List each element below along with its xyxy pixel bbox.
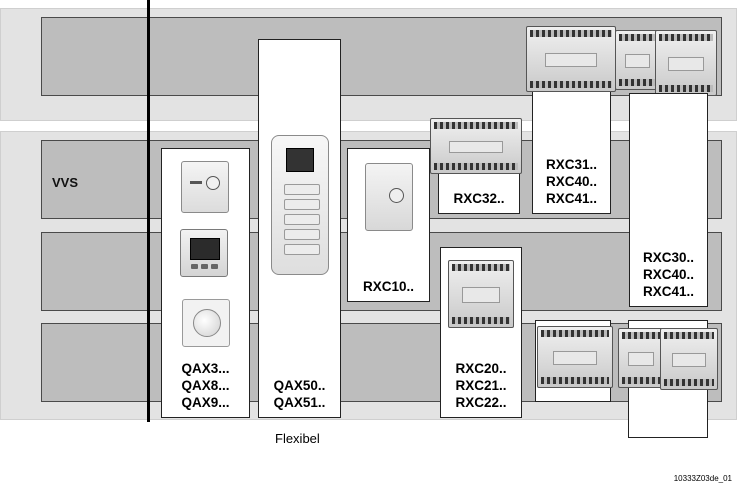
button-icon — [201, 264, 208, 269]
dome-lens-icon — [193, 309, 221, 337]
controller-label-area — [672, 353, 706, 367]
knob-icon — [389, 188, 404, 203]
controller-label-area — [544, 52, 598, 68]
model-list-rxc30: RXC30.. RXC40.. RXC41.. — [642, 250, 695, 299]
model-list-rxc20: RXC20.. RXC21.. RXC22.. — [455, 361, 507, 410]
button-icon — [191, 264, 198, 269]
slot-icon — [190, 181, 202, 184]
presence-detector-icon — [182, 299, 230, 347]
row-label-vvs: VVS — [52, 175, 79, 190]
controller-label-area — [461, 287, 501, 303]
lcd-screen-icon — [286, 148, 314, 172]
controller-module-icon — [618, 328, 664, 388]
product-box-rxc31: RXC31.. RXC40.. RXC41.. — [532, 84, 611, 214]
vertical-divider — [147, 0, 150, 422]
controller-module-icon — [448, 260, 514, 328]
controller-module-icon — [660, 328, 718, 390]
knob-icon — [206, 176, 220, 190]
key-row-icon — [284, 214, 320, 225]
controller-module-icon — [655, 30, 717, 96]
flexibel-label: Flexibel — [275, 431, 320, 446]
model-list-rxc10: RXC10.. — [362, 279, 415, 294]
model-list-rxc31: RXC31.. RXC40.. RXC41.. — [545, 157, 598, 206]
model-list-qax5: QAX50.. QAX51.. — [273, 378, 326, 410]
lcd-screen-icon — [190, 238, 220, 260]
controller-label-area — [449, 140, 503, 154]
controller-module-icon — [537, 326, 613, 388]
display-room-unit-icon — [180, 229, 228, 277]
controller-label-area — [552, 351, 598, 365]
button-icon — [211, 264, 218, 269]
model-list-qax3: QAX3... QAX8... QAX9... — [181, 361, 230, 410]
controller-label-area — [627, 352, 655, 366]
product-box-qax3: QAX3... QAX8... QAX9... — [161, 148, 250, 418]
product-box-qax5: QAX50.. QAX51.. — [258, 39, 341, 418]
key-row-icon — [284, 229, 320, 240]
image-id-label: 10333Z03de_01 — [673, 474, 732, 483]
key-row-icon — [284, 184, 320, 195]
product-box-rxc20: RXC20.. RXC21.. RXC22.. — [440, 247, 522, 418]
controller-module-icon — [430, 118, 522, 174]
model-list-rxc32: RXC32.. — [453, 191, 505, 206]
wall-sensor-icon — [365, 163, 413, 231]
product-box-rxc10: RXC10.. — [347, 148, 430, 302]
controller-label-area — [668, 56, 704, 72]
key-row-icon — [284, 244, 320, 255]
product-box-rxc30: RXC30.. RXC40.. RXC41.. — [629, 93, 708, 307]
controller-label-area — [624, 54, 651, 68]
controller-module-icon — [526, 26, 616, 92]
controller-module-icon — [615, 30, 660, 90]
room-unit-icon — [181, 161, 229, 213]
key-row-icon — [284, 199, 320, 210]
operator-panel-icon — [271, 135, 329, 275]
